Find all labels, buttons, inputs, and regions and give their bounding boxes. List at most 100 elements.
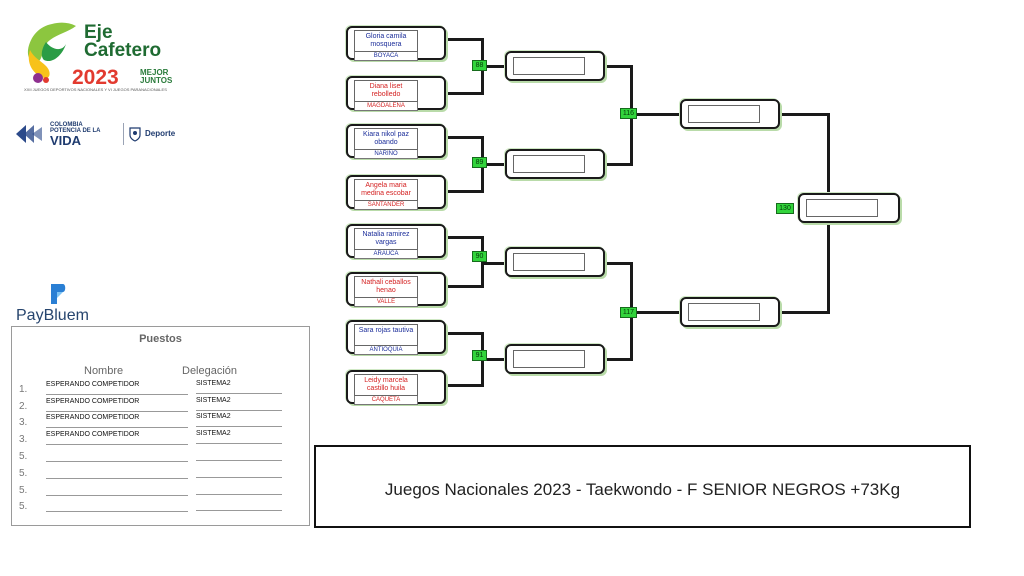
colombia-text: COLOMBIA POTENCIA DE LA <box>50 122 100 134</box>
eje-cafetero-emblem-icon <box>27 22 76 83</box>
eje-cafetero-logo: Eje Cafetero 2023 MEJOR JUNTOS XXII JUEG… <box>18 14 193 94</box>
competitor-name: Sara rojas tautiva <box>354 324 418 346</box>
match-number-badge: 90 <box>472 251 487 262</box>
connector-line <box>778 113 830 116</box>
table-row: 5. <box>12 497 309 514</box>
connector-line <box>446 285 484 288</box>
competitor-slot[interactable]: Nathali ceballos henao VALLE <box>346 272 446 307</box>
row-nombre: ESPERANDO COMPETIDOR <box>46 431 188 445</box>
event-title-box: Juegos Nacionales 2023 - Taekwondo - F S… <box>314 445 971 528</box>
eje-cafetero-wordmark: Eje Cafetero <box>84 22 162 61</box>
match-number-badge: 88 <box>472 60 487 71</box>
connector-line <box>446 92 484 95</box>
colombia-word: COLOMBIA <box>50 122 83 128</box>
row-number: 5. <box>19 501 28 512</box>
row-number: 1. <box>19 384 28 395</box>
row-delegacion <box>196 481 282 495</box>
column-header-nombre: Nombre <box>84 365 124 377</box>
connector-line <box>630 311 681 314</box>
row-nombre: ESPERANDO COMPETIDOR <box>46 414 188 428</box>
puestos-panel: Puestos Nombre Delegación 1. ESPERANDO C… <box>11 326 310 526</box>
connector-line <box>603 358 633 361</box>
row-nombre: ESPERANDO COMPETIDOR <box>46 398 188 412</box>
connector-line <box>603 262 633 265</box>
eje-word: Eje <box>84 22 113 43</box>
mejor-word: MEJOR <box>140 68 169 77</box>
table-row: 1. ESPERANDO COMPETIDOR SISTEMA2 <box>12 380 309 397</box>
paybluem-wordmark: PayBluem <box>16 307 89 324</box>
row-delegacion: SISTEMA2 <box>196 397 282 411</box>
connector-line <box>603 65 633 68</box>
table-row: 3. ESPERANDO COMPETIDOR SISTEMA2 <box>12 430 309 447</box>
row-number: 2. <box>19 401 28 412</box>
row-delegacion <box>196 497 282 511</box>
competitor-delegation: ANTIOQUIA <box>354 346 418 355</box>
connector-line <box>603 163 633 166</box>
winner-name-box <box>806 199 878 217</box>
competitor-name: Angela maria medina escobar <box>354 179 418 201</box>
eje-year: 2023 <box>72 66 119 89</box>
row-number: 5. <box>19 451 28 462</box>
competitor-delegation: MAGDALENA <box>354 102 418 111</box>
winner-name-box <box>513 57 585 75</box>
competitor-name: Leidy marcela castillo huila <box>354 374 418 396</box>
vida-word: VIDA <box>50 133 82 148</box>
competitor-slot[interactable]: Natalia ramirez vargas ARAUCA <box>346 224 446 259</box>
row-number: 3. <box>19 417 28 428</box>
puestos-title: Puestos <box>139 333 182 345</box>
winner-slot-r2[interactable] <box>505 51 605 81</box>
row-nombre: ESPERANDO COMPETIDOR <box>46 381 188 395</box>
connector-line <box>446 190 484 193</box>
connector-line <box>481 65 507 68</box>
winner-name-box <box>513 350 585 368</box>
winner-slot-r2[interactable] <box>505 344 605 374</box>
winner-slot-r3[interactable] <box>680 99 780 129</box>
winner-slot-r3[interactable] <box>680 297 780 327</box>
table-row: 5. <box>12 447 309 464</box>
connector-line <box>481 358 507 361</box>
winner-slot-r2[interactable] <box>505 247 605 277</box>
paybluem-mark-icon <box>51 284 66 304</box>
connector-line <box>778 311 830 314</box>
colombia-deporte-logo: COLOMBIA POTENCIA DE LA VIDA Deporte <box>14 121 189 149</box>
winner-slot-r2[interactable] <box>505 149 605 179</box>
cafetero-word: Cafetero <box>84 40 162 61</box>
table-row: 5. <box>12 481 309 498</box>
juntos-word: JUNTOS <box>140 76 173 85</box>
competitor-delegation: VALLE <box>354 298 418 307</box>
deporte-word: Deporte <box>145 129 176 138</box>
winner-name-box <box>688 303 760 321</box>
logo-separator <box>123 123 124 145</box>
row-nombre <box>46 498 188 512</box>
row-nombre <box>46 448 188 462</box>
competitor-slot[interactable]: Diana liset rebolledo MAGDALENA <box>346 76 446 111</box>
competitor-delegation: BOYACA <box>354 52 418 61</box>
row-number: 3. <box>19 434 28 445</box>
connector-line <box>446 332 484 335</box>
final-winner-slot[interactable] <box>798 193 900 223</box>
competitor-slot[interactable]: Leidy marcela castillo huila CAQUETA <box>346 370 446 405</box>
match-number-badge: 130 <box>776 203 794 214</box>
connector-line <box>446 236 484 239</box>
match-number-badge: 89 <box>472 157 487 168</box>
competitor-slot[interactable]: Kiara nikol paz obando NARIÑO <box>346 124 446 159</box>
row-delegacion: SISTEMA2 <box>196 380 282 394</box>
connector-line <box>446 384 484 387</box>
competitor-slot[interactable]: Sara rojas tautiva ANTIOQUIA <box>346 320 446 355</box>
row-delegacion: SISTEMA2 <box>196 430 282 444</box>
competitor-slot[interactable]: Angela maria medina escobar SANTANDER <box>346 175 446 210</box>
table-row: 2. ESPERANDO COMPETIDOR SISTEMA2 <box>12 397 309 414</box>
competitor-delegation: CAQUETA <box>354 396 418 405</box>
row-nombre <box>46 482 188 496</box>
table-row: 3. ESPERANDO COMPETIDOR SISTEMA2 <box>12 413 309 430</box>
row-delegacion <box>196 447 282 461</box>
match-number-badge: 91 <box>472 350 487 361</box>
match-number-badge: 116 <box>620 108 637 119</box>
paybluem-logo: PayBluem <box>16 282 116 326</box>
row-nombre <box>46 465 188 479</box>
column-header-delegacion: Delegación <box>182 365 238 377</box>
eje-subtitle: XXII JUEGOS DEPORTIVOS NACIONALES Y VI J… <box>24 87 167 92</box>
winner-name-box <box>513 253 585 271</box>
connector-line <box>446 136 484 139</box>
competitor-slot[interactable]: Gloria camila mosquera BOYACA <box>346 26 446 61</box>
